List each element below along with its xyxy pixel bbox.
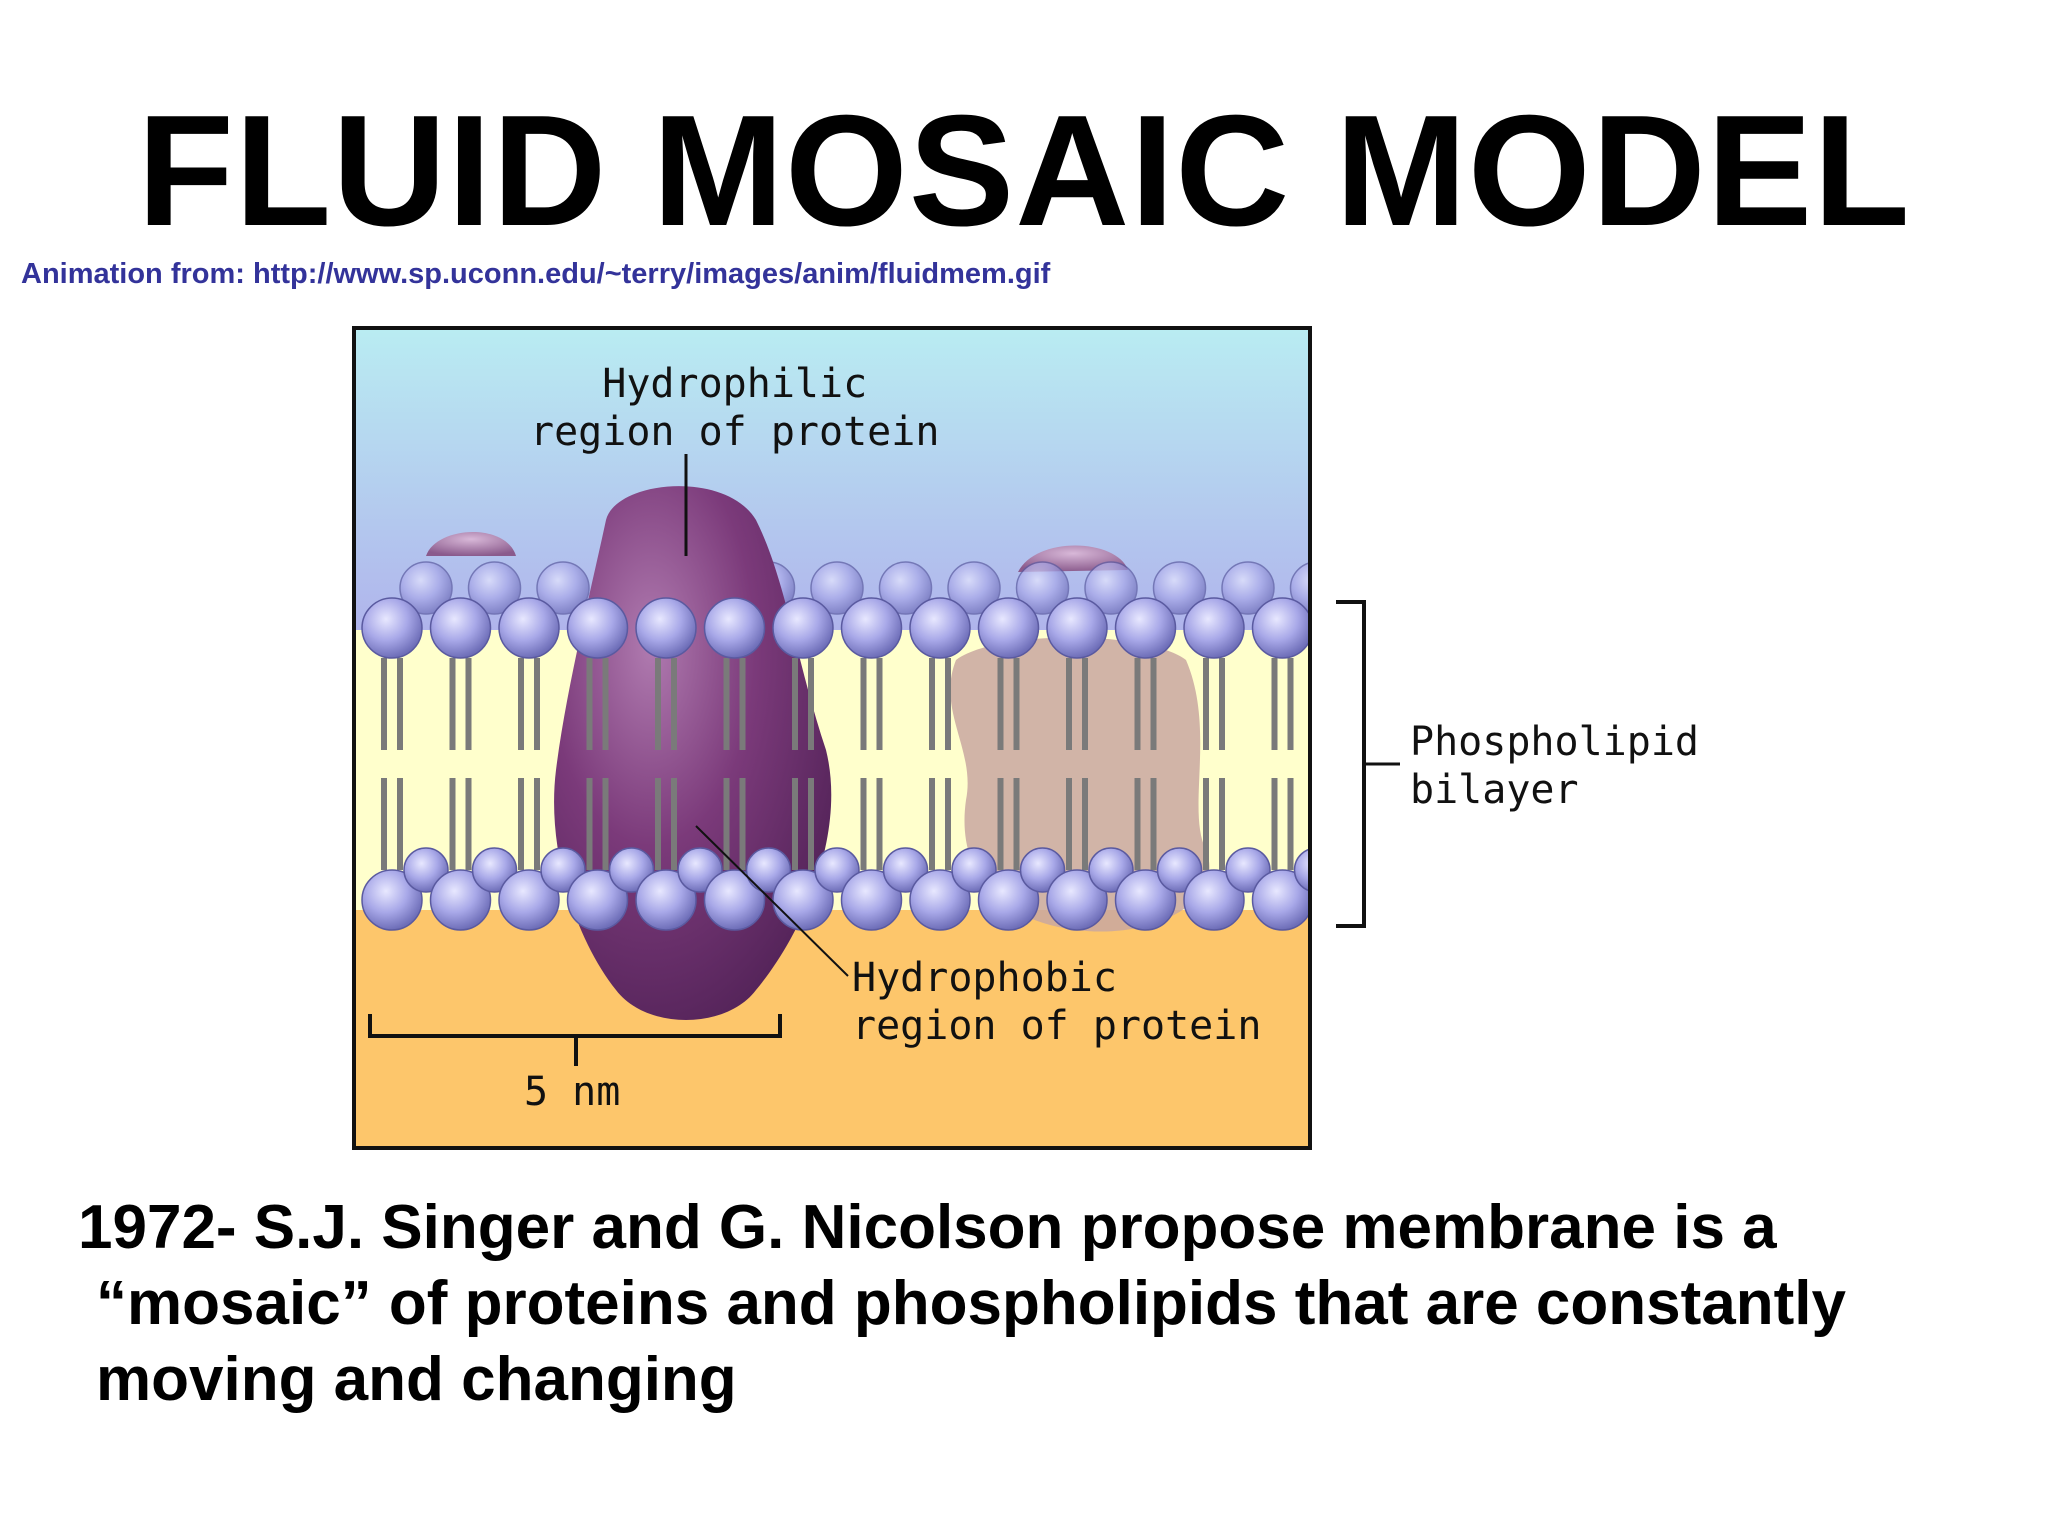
hydrophobic-region-label: Hydrophobic region of protein	[852, 955, 1262, 1049]
hydrophilic-region-label: Hydrophilic region of protein	[530, 361, 940, 455]
phospholipid-head-icon	[361, 869, 423, 931]
phospholipid-head-icon	[1183, 597, 1245, 659]
membrane-illustration	[356, 330, 1308, 1146]
phospholipid-head-icon	[635, 869, 697, 931]
phospholipid-head-icon	[429, 597, 492, 659]
cytoplasm-region	[356, 910, 1308, 1146]
phospholipid-head-icon	[1114, 869, 1177, 931]
caption-line-2: “mosaic” of proteins and phospholipids t…	[96, 1269, 1846, 1338]
phospholipid-head-icon	[703, 869, 766, 931]
phospholipid-head-icon	[1015, 561, 1070, 615]
source-credit-link[interactable]: Animation from: http://www.sp.uconn.edu/…	[21, 258, 1051, 290]
phospholipid-head-icon	[909, 869, 971, 931]
phospholipid-head-icon	[977, 869, 1040, 931]
phospholipid-head-icon	[909, 597, 971, 659]
phospholipid-head-icon	[1221, 561, 1275, 615]
phospholipid-head-icon	[635, 597, 697, 659]
phospholipid-head-icon	[1084, 561, 1138, 615]
phospholipid-head-icon	[498, 869, 560, 931]
bracket-icon	[1336, 600, 1400, 928]
phospholipid-head-icon	[840, 597, 903, 659]
caption-line-3: moving and changing	[96, 1345, 737, 1414]
phospholipid-tails	[381, 658, 1294, 870]
slide-title: FLUID MOSAIC MODEL	[137, 83, 1911, 259]
phospholipid-head-icon	[467, 561, 522, 615]
phospholipid-head-icon	[772, 869, 834, 931]
phospholipid-head-icon	[566, 597, 629, 659]
phospholipid-head-icon	[1114, 597, 1177, 659]
phospholipid-head-icon	[498, 597, 560, 659]
bottom-phospholipid-heads	[361, 847, 1308, 931]
hydrophobic-leader-line	[695, 825, 849, 977]
phospholipid-head-icon	[1046, 597, 1108, 659]
phospholipid-head-icon	[703, 597, 766, 659]
phospholipid-head-icon	[429, 869, 492, 931]
phospholipid-head-icon	[566, 869, 629, 931]
phospholipid-head-icon	[878, 561, 933, 615]
phospholipid-head-icon	[840, 869, 903, 931]
phospholipid-head-icon	[1251, 869, 1308, 931]
phospholipid-head-icon	[399, 561, 453, 615]
top-phospholipid-heads	[361, 597, 1308, 659]
phospholipid-head-icon	[810, 561, 864, 615]
peripheral-protein-left-icon	[426, 531, 516, 556]
phospholipid-head-icon	[977, 597, 1040, 659]
phospholipid-head-icon	[361, 597, 423, 659]
phospholipid-head-icon	[947, 561, 1001, 615]
phospholipid-head-icon	[1251, 597, 1308, 659]
scale-label: 5 nm	[524, 1069, 621, 1115]
phospholipid-head-icon	[1152, 561, 1207, 615]
phospholipid-head-icon	[1293, 848, 1308, 892]
caption-line-1: 1972- S.J. Singer and G. Nicolson propos…	[78, 1193, 1777, 1262]
phospholipid-head-icon	[536, 561, 590, 615]
membrane-diagram: Hydrophilic region of protein Hydrophobi…	[352, 326, 1312, 1150]
phospholipid-head-icon	[772, 597, 834, 659]
scale-bar-icon	[368, 1014, 782, 1066]
caption-text: 1972- S.J. Singer and G. Nicolson propos…	[78, 1190, 2038, 1418]
phospholipid-bilayer-label: Phospholipid bilayer	[1410, 719, 1699, 813]
phospholipid-head-icon	[1046, 869, 1108, 931]
phospholipid-head-icon	[1183, 869, 1245, 931]
